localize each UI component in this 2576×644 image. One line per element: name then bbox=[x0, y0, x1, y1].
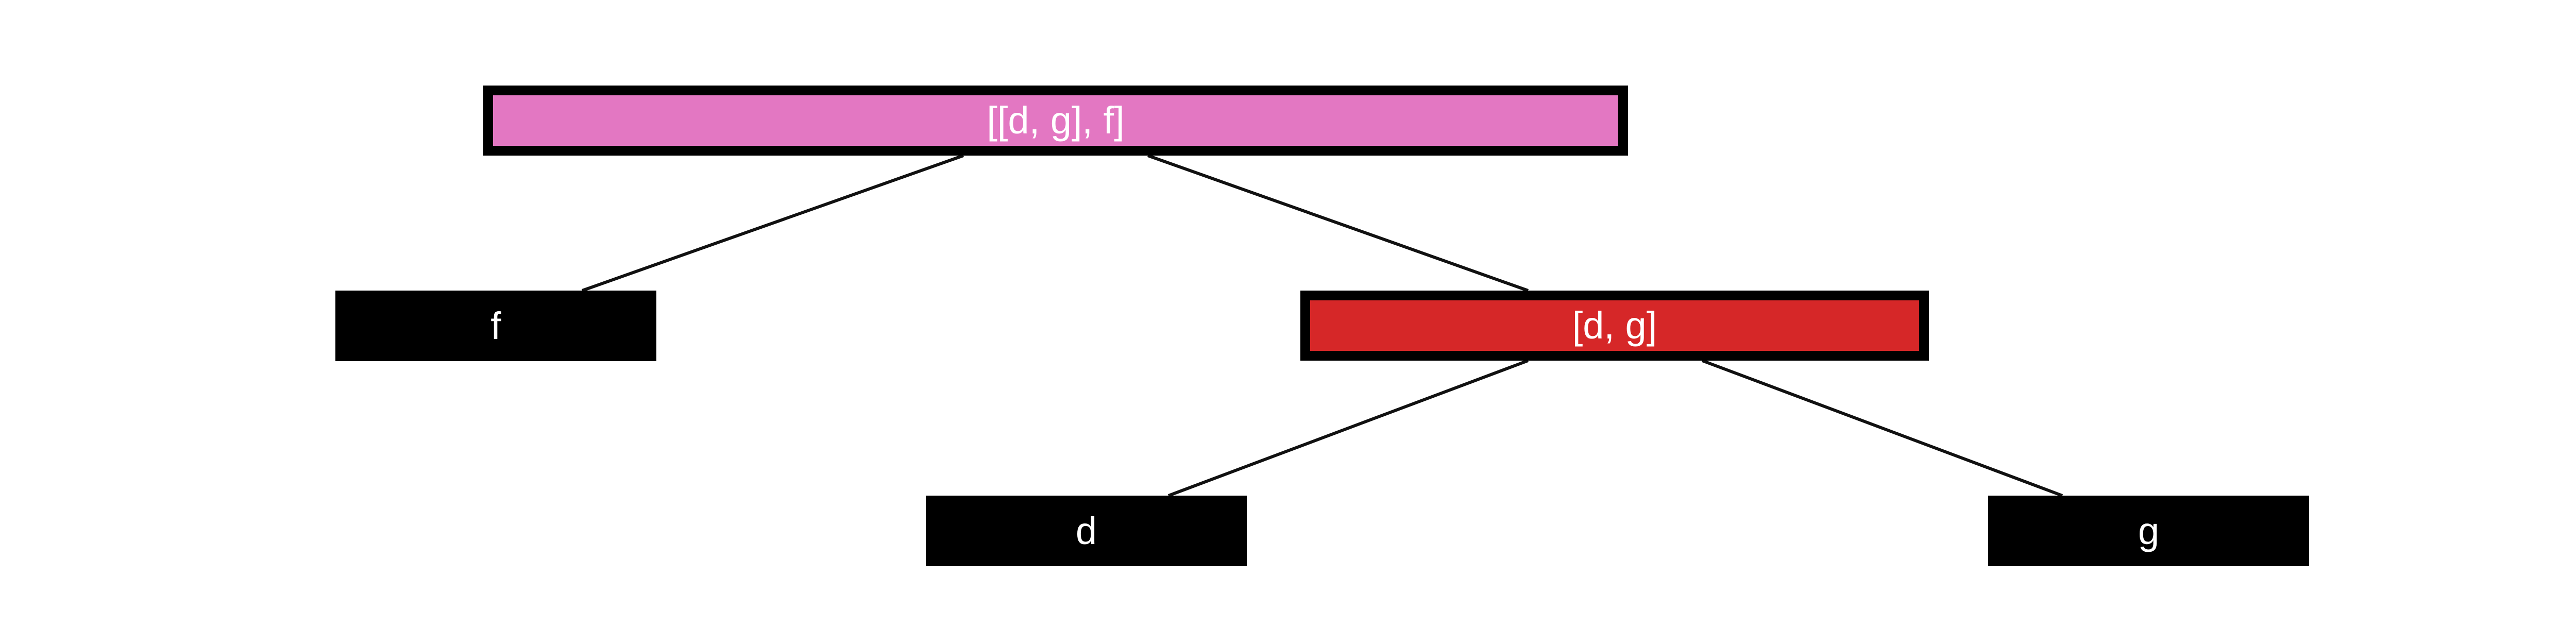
edge-dg-to-d bbox=[1167, 359, 1529, 497]
node-label-g: g bbox=[2138, 509, 2160, 552]
edge-root-to-dg bbox=[1147, 154, 1529, 292]
tree-node-d: d bbox=[926, 496, 1247, 566]
tree-node-dg: [d, g] bbox=[1300, 291, 1929, 361]
tree-node-root: [[d, g], f] bbox=[483, 86, 1628, 156]
node-label-f: f bbox=[490, 304, 501, 347]
node-label-dg: [d, g] bbox=[1572, 304, 1657, 347]
edge-dg-to-g bbox=[1701, 359, 2063, 497]
node-label-root: [[d, g], f] bbox=[987, 99, 1125, 142]
tree-node-f: f bbox=[335, 291, 656, 361]
edge-root-to-f bbox=[581, 154, 964, 292]
tree-node-g: g bbox=[1988, 496, 2309, 566]
node-label-d: d bbox=[1075, 509, 1097, 552]
